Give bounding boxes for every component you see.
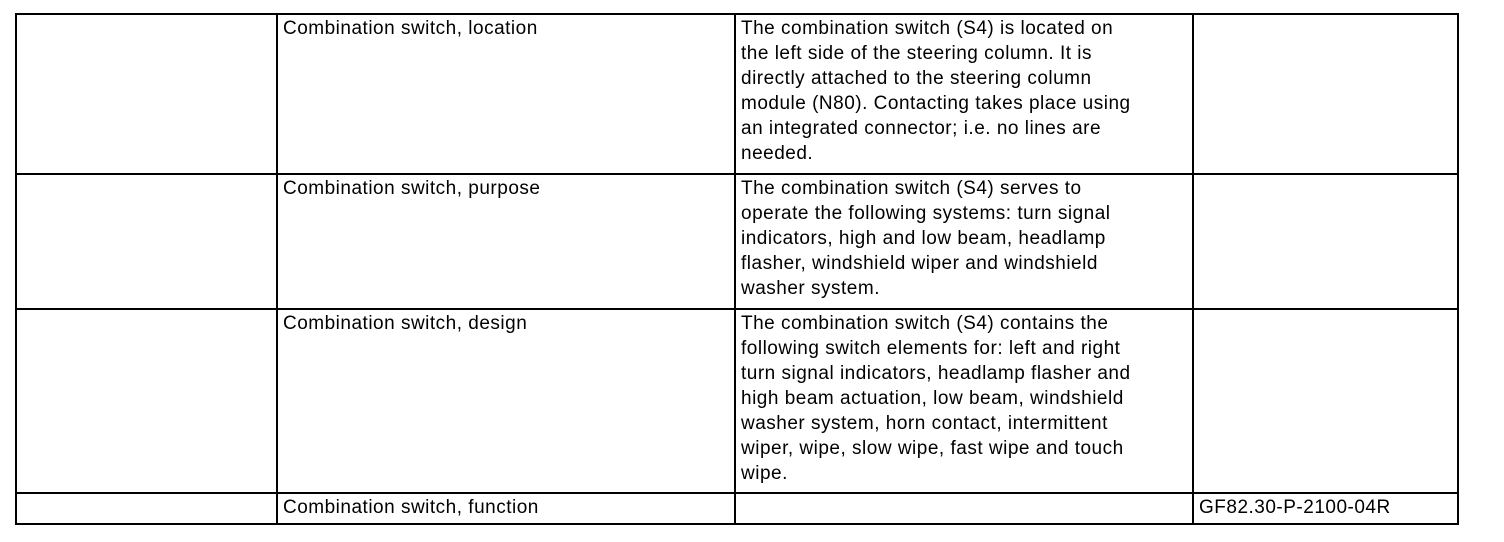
document-code-text: GF82.30-P-2100-04R <box>1199 497 1391 518</box>
description-text: The combination switch (S4) is located o… <box>741 18 1131 164</box>
description-text: The combination switch (S4) serves to op… <box>741 178 1111 299</box>
topic-cell: Combination switch, location <box>276 13 736 175</box>
description-text: The combination switch (S4) contains the… <box>741 313 1131 484</box>
code-cell: GF82.30-P-2100-04R <box>1192 492 1459 525</box>
topic-label: Combination switch, purpose <box>283 178 541 199</box>
code-cell <box>1192 13 1459 175</box>
description-cell: The combination switch (S4) is located o… <box>734 13 1194 175</box>
topic-label: Combination switch, function <box>283 497 539 518</box>
code-cell <box>1192 308 1459 494</box>
spacer-cell <box>15 13 278 175</box>
topic-label: Combination switch, location <box>283 18 538 39</box>
table-row-function: Combination switch, function GF82.30-P-2… <box>15 492 1459 525</box>
description-cell: The combination switch (S4) serves to op… <box>734 173 1194 310</box>
spacer-cell <box>15 308 278 494</box>
topic-cell: Combination switch, purpose <box>276 173 736 310</box>
table-row-purpose: Combination switch, purpose The combinat… <box>15 173 1459 310</box>
description-cell: The combination switch (S4) contains the… <box>734 308 1194 494</box>
spacer-cell <box>15 173 278 310</box>
specifications-table: Combination switch, location The combina… <box>15 13 1459 525</box>
table-row-location: Combination switch, location The combina… <box>15 13 1459 175</box>
description-cell <box>734 492 1194 525</box>
topic-cell: Combination switch, function <box>276 492 736 525</box>
table-row-design: Combination switch, design The combinati… <box>15 308 1459 494</box>
spacer-cell <box>15 492 278 525</box>
topic-cell: Combination switch, design <box>276 308 736 494</box>
topic-label: Combination switch, design <box>283 313 528 334</box>
code-cell <box>1192 173 1459 310</box>
